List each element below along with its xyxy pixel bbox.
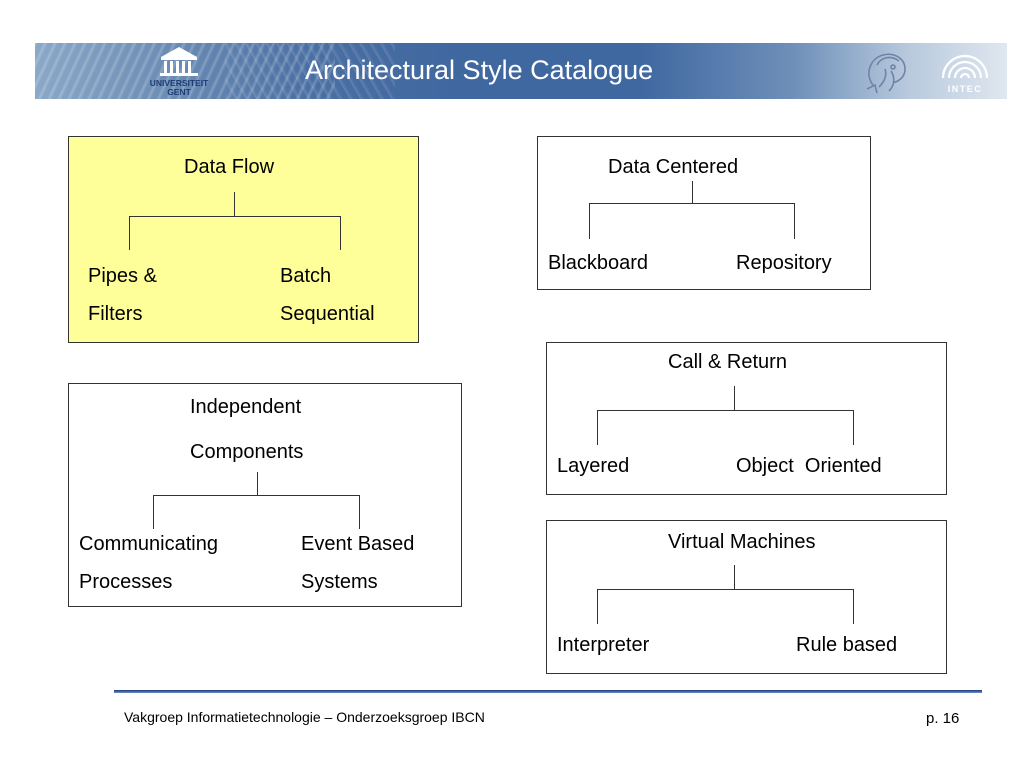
pipes-filters-label-line1: Pipes &: [88, 265, 157, 287]
batch-sequential-label-line2: Sequential: [280, 303, 375, 325]
data-flow-title: Data Flow: [184, 156, 275, 178]
virtual-machines-box: Virtual Machines Interpreter Rule based: [546, 520, 947, 674]
layered-label: Layered: [557, 455, 630, 477]
event-based-systems-label-line2: Systems: [301, 571, 378, 593]
connector-line: [129, 216, 130, 250]
helmet-logo-icon: [866, 53, 906, 94]
university-logo-line1: UNIVERSITEIT: [150, 78, 209, 88]
call-return-title: Call & Return: [668, 351, 787, 373]
blackboard-label: Blackboard: [548, 252, 649, 274]
connector-line: [734, 565, 735, 589]
connector-line: [597, 410, 854, 411]
intec-logo-label: INTEC: [948, 84, 983, 94]
header-texture-2: [225, 43, 395, 99]
data-flow-box: Data Flow Pipes & Filters Batch Sequenti…: [68, 136, 419, 343]
independent-components-box: Independent Components Communicating Pro…: [68, 383, 462, 607]
footer-divider: [114, 690, 982, 693]
connector-line: [794, 203, 795, 239]
connector-line: [597, 589, 598, 624]
university-logo-line2: GENT: [167, 87, 191, 97]
independent-components-title-line2: Components: [190, 441, 304, 463]
data-centered-title: Data Centered: [608, 156, 739, 178]
connector-line: [257, 472, 258, 495]
intec-logo-icon: INTEC: [941, 54, 989, 94]
connector-line: [853, 410, 854, 445]
batch-sequential-label-line1: Batch: [280, 265, 332, 287]
page-title: Architectural Style Catalogue: [305, 55, 654, 85]
connector-line: [734, 386, 735, 410]
rule-based-label: Rule based: [796, 634, 898, 656]
communicating-processes-label-line2: Processes: [79, 571, 173, 593]
object-oriented-label: Object Oriented: [736, 455, 882, 477]
independent-components-title-line1: Independent: [190, 396, 302, 418]
connector-line: [589, 203, 590, 239]
connector-line: [129, 216, 341, 217]
connector-line: [359, 495, 360, 529]
data-centered-box: Data Centered Blackboard Repository: [537, 136, 871, 290]
connector-line: [340, 216, 341, 250]
connector-line: [153, 495, 360, 496]
header-banner: UNIVERSITEIT GENT: [35, 43, 1007, 99]
connector-line: [597, 589, 854, 590]
connector-line: [597, 410, 598, 445]
repository-label: Repository: [736, 252, 832, 274]
pipes-filters-label-line2: Filters: [88, 303, 143, 325]
page-number: p. 16: [926, 710, 960, 727]
connector-line: [589, 203, 795, 204]
footer-text: Vakgroep Informatietechnologie – Onderzo…: [124, 709, 485, 725]
interpreter-label: Interpreter: [557, 634, 650, 656]
connector-line: [853, 589, 854, 624]
university-logo-icon: UNIVERSITEIT GENT: [150, 47, 209, 97]
call-return-box: Call & Return Layered Object Oriented: [546, 342, 947, 495]
virtual-machines-title: Virtual Machines: [668, 531, 816, 553]
connector-line: [234, 192, 235, 216]
communicating-processes-label-line1: Communicating: [79, 533, 218, 555]
connector-line: [153, 495, 154, 529]
connector-line: [692, 181, 693, 203]
event-based-systems-label-line1: Event Based: [301, 533, 415, 555]
